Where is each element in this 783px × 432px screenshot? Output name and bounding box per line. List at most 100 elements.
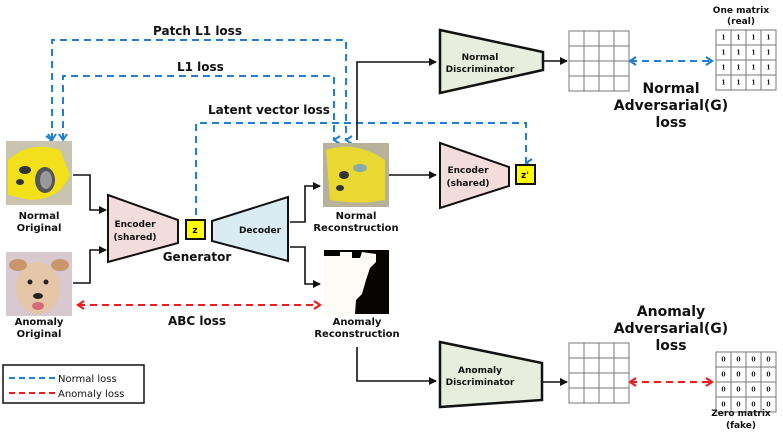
encoder-label-2: (shared): [113, 233, 156, 243]
anomaly-discriminator-block: [438, 340, 544, 409]
grid-cell: [568, 75, 585, 92]
grid-cell-value: 1: [736, 35, 740, 42]
grid-cell-value: 1: [751, 50, 755, 57]
anomaly-adversarial-label-2: Adversarial(G): [614, 321, 728, 337]
patch-l1-arrow-icon: [47, 133, 57, 142]
grid-cell: [613, 342, 630, 359]
grid-cell: [568, 30, 585, 47]
grid-cell: [613, 45, 630, 62]
normal-reconstruction-label-1: Normal: [336, 211, 377, 222]
grid-cell-value: 0: [751, 372, 755, 379]
normal-to-encoder-arrow: [73, 174, 107, 214]
anomaly-reconstruction-image: [324, 250, 389, 314]
grid-cell-value: 1: [736, 50, 740, 57]
legend: Normal loss Anomaly loss: [2, 364, 145, 404]
normal-reconstruction-image: [323, 143, 389, 207]
decoder-to-anomaly-recon-arrow: [290, 246, 321, 288]
grid-cell-value: 0: [721, 402, 725, 409]
normal-original-image: [6, 141, 72, 205]
decoder-block: [211, 195, 289, 263]
generator-label: Generator: [163, 250, 232, 264]
grid-cell: [613, 75, 630, 92]
grid-cell-value: 1: [721, 65, 725, 72]
grid-cell: [568, 372, 585, 389]
grid-cell: [568, 357, 585, 374]
anomaly-to-encoder-arrow: [73, 246, 107, 284]
l1-arrow-icon: [58, 133, 68, 142]
grid-cell-value: 1: [736, 65, 740, 72]
grid-cell-value: 0: [736, 387, 740, 394]
encoder2-label-2: (shared): [446, 179, 489, 189]
grid-cell-value: 1: [751, 35, 755, 42]
grid-cell-value: 1: [721, 35, 725, 42]
normal-original-label-2: Original: [17, 223, 62, 234]
grid-cell: [583, 60, 600, 77]
grid-cell: [583, 357, 600, 374]
grid-cell-value: 0: [721, 372, 725, 379]
encoder2-block: [439, 141, 510, 210]
grid-cell: [598, 45, 615, 62]
anomaly-original-label-2: Original: [17, 329, 62, 340]
grid-cell: [760, 396, 777, 413]
grid-cell-value: 0: [766, 402, 770, 409]
decoder-to-normal-recon-arrow: [290, 182, 321, 223]
abc-loss-label: ABC loss: [168, 314, 226, 328]
anomaly-adversarial-label-3: loss: [655, 338, 686, 354]
grid-cell: [583, 387, 600, 404]
normal-adversarial-label-3: loss: [655, 115, 686, 131]
grid-cell: [613, 387, 630, 404]
normal-discriminator-block: [438, 28, 545, 95]
grid-cell: [598, 342, 615, 359]
normal-discriminator-output-grid: [568, 30, 630, 92]
grid-cell-value: 0: [736, 372, 740, 379]
grid-cell-value: 1: [736, 80, 740, 87]
grid-cell-value: 1: [751, 65, 755, 72]
anomaly-reconstruction-label-1: Anomaly: [333, 317, 382, 328]
grid-cell-value: 1: [766, 65, 770, 72]
grid-cell: [598, 30, 615, 47]
grid-cell-value: 1: [766, 50, 770, 57]
z-prime-latent-box: [515, 164, 536, 185]
legend-anomaly-label: Anomaly loss: [58, 389, 124, 400]
anomaly-original-image: [6, 252, 72, 316]
anomaly-recon-to-disc-arrow: [356, 347, 437, 385]
grid-cell-value: 0: [721, 357, 725, 364]
z-prime-label: z': [521, 171, 529, 181]
grid-cell: [598, 75, 615, 92]
grid-cell-value: 1: [721, 80, 725, 87]
grid-cell: [598, 372, 615, 389]
normal-adversarial-label-2: Adversarial(G): [614, 98, 728, 114]
grid-cell-value: 1: [766, 80, 770, 87]
latent-vector-loss-label: Latent vector loss: [208, 103, 330, 117]
z-latent-box: [185, 219, 206, 240]
grid-cell: [760, 74, 777, 91]
grid-cell: [598, 357, 615, 374]
grid-cell: [613, 60, 630, 77]
grid-cell-value: 0: [751, 387, 755, 394]
normal-original-label-1: Normal: [19, 211, 60, 222]
normal-reconstruction-label-2: Reconstruction: [313, 223, 398, 234]
grid-cell: [598, 387, 615, 404]
anomaly-discriminator-label-2: Discriminator: [446, 378, 515, 388]
grid-cell-value: 1: [751, 80, 755, 87]
grid-cell: [568, 387, 585, 404]
zero-matrix-title-1: Zero matrix: [711, 409, 771, 419]
anomaly-discriminator-output-grid: [568, 342, 630, 404]
grid-cell-value: 0: [766, 387, 770, 394]
grid-cell-value: 0: [736, 357, 740, 364]
grid-cell: [613, 372, 630, 389]
grid-cell-value: 0: [751, 402, 755, 409]
grid-cell-value: 0: [766, 357, 770, 364]
decoder-label: Decoder: [239, 226, 282, 236]
grid-cell-value: 1: [766, 35, 770, 42]
anomaly-adversarial-label-1: Anomaly: [637, 304, 705, 320]
one-matrix-title-2: (real): [727, 17, 755, 27]
patch-l1-loss-line: [45, 39, 353, 145]
z-label: z: [192, 226, 197, 236]
grid-cell: [568, 60, 585, 77]
grid-cell-value: 0: [736, 402, 740, 409]
grid-cell: [568, 342, 585, 359]
grid-cell: [583, 342, 600, 359]
